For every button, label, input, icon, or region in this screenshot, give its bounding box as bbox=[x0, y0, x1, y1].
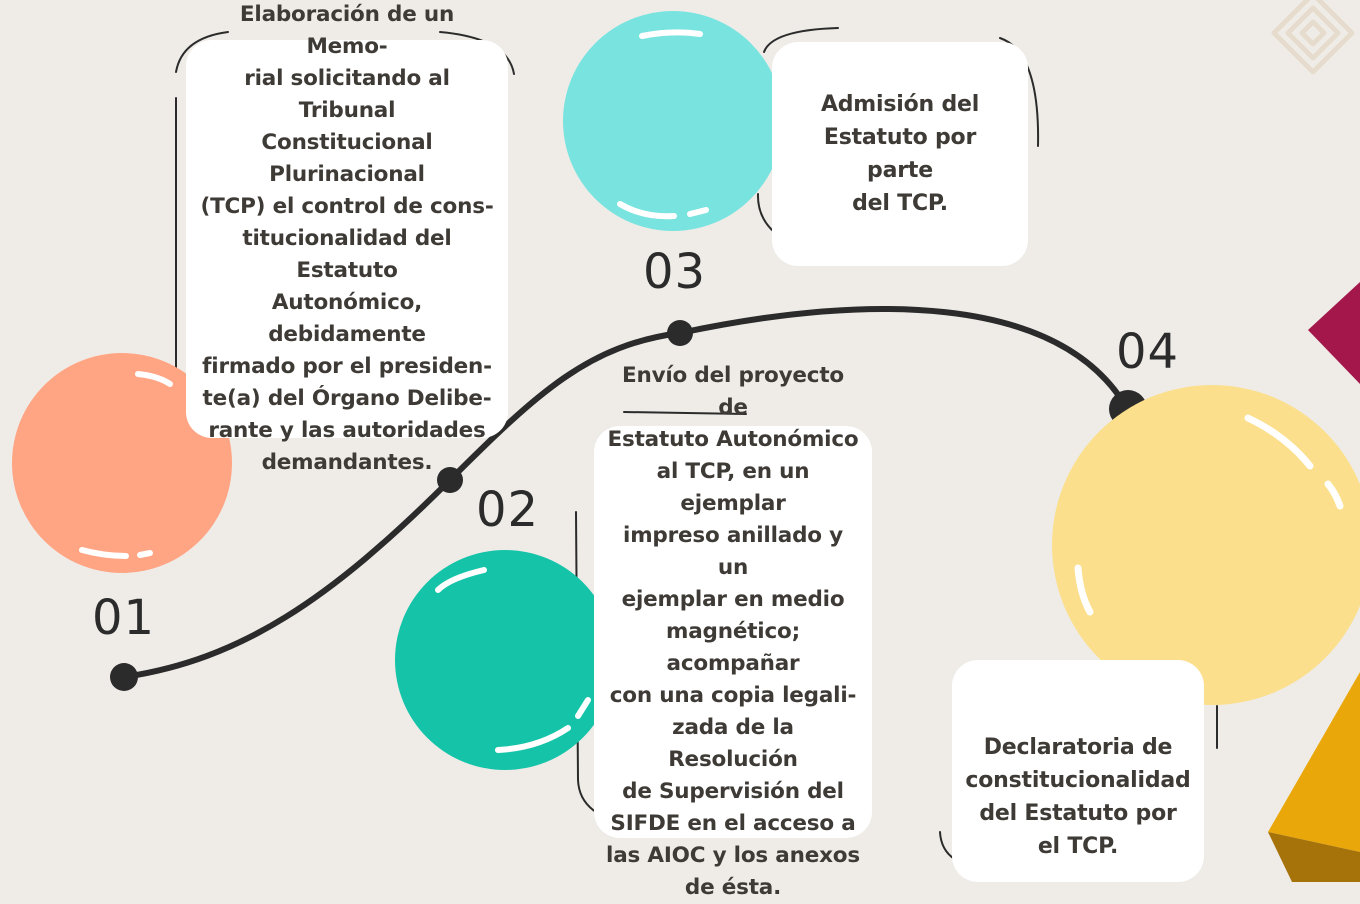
text-line: al TCP, en un ejemplar bbox=[656, 459, 810, 516]
text-line: constitucionalidad bbox=[965, 768, 1191, 793]
step-card-02: Envío del proyecto de Estatuto Autonómic… bbox=[594, 363, 872, 900]
step-number-04: 04 bbox=[1116, 324, 1180, 380]
step-number-03: 03 bbox=[643, 244, 707, 300]
timeline-node-02 bbox=[437, 467, 463, 493]
text-line: Declaratoria de bbox=[983, 735, 1173, 760]
text-line: Elaboración de un Memo- bbox=[239, 2, 455, 59]
text-line: el TCP. bbox=[1037, 834, 1119, 859]
step-card-01: Elaboración de un Memo- rial solicitando… bbox=[186, 2, 508, 475]
text-line: ejemplar en medio bbox=[621, 587, 845, 612]
text-line: de Supervisión del bbox=[622, 779, 844, 804]
text-line: zada de la Resolución bbox=[668, 715, 798, 772]
bubble-02 bbox=[395, 550, 615, 770]
text-line: las AIOC y los anexos bbox=[606, 843, 860, 868]
text-line: con una copia legali- bbox=[609, 683, 857, 708]
step-number-01: 01 bbox=[92, 590, 156, 646]
bubble-03-circle bbox=[563, 11, 783, 231]
bubble-01-circle bbox=[12, 353, 232, 573]
step-text-01: Elaboración de un Memo- rial solicitando… bbox=[200, 0, 494, 479]
step-card-04: Declaratoria de constitucionalidad del E… bbox=[952, 660, 1204, 882]
step-text-04: Declaratoria de constitucionalidad del E… bbox=[965, 731, 1190, 863]
step-card-03: Admisión del Estatuto por parte del TCP. bbox=[772, 42, 1028, 266]
step-number-02: 02 bbox=[476, 482, 540, 538]
text-line: Admisión del bbox=[820, 92, 980, 117]
text-line: firmado por el presiden- bbox=[202, 354, 492, 379]
text-line: titucionalidad del Estatuto bbox=[242, 226, 452, 283]
text-line: (TCP) el control de cons- bbox=[200, 194, 494, 219]
text-line: rial solicitando al Tribunal bbox=[244, 66, 450, 123]
timeline-path bbox=[121, 306, 1131, 680]
timeline-node-01 bbox=[110, 663, 138, 691]
text-line: Autonómico, debidamente bbox=[268, 290, 426, 347]
bubble-04 bbox=[1052, 385, 1360, 705]
bubble-02-circle bbox=[395, 550, 615, 770]
text-line: Constitucional Plurinacional bbox=[261, 130, 433, 187]
magenta-triangle-accent bbox=[1308, 282, 1360, 384]
text-line: demandantes. bbox=[261, 450, 433, 475]
gold-pyramid-accent bbox=[1268, 672, 1360, 852]
text-line: de ésta. bbox=[684, 875, 782, 900]
spiral-ornament-icon bbox=[1271, 0, 1355, 75]
text-line: te(a) del Órgano Delibe- bbox=[202, 386, 492, 411]
decorative-layer bbox=[12, 0, 1360, 882]
text-line: SIFDE en el acceso a bbox=[610, 811, 856, 836]
text-line: impreso anillado y un bbox=[623, 523, 843, 580]
text-line: Envío del proyecto de bbox=[621, 363, 844, 420]
text-line: Estatuto Autonómico bbox=[607, 427, 859, 452]
text-line: del TCP. bbox=[852, 191, 948, 216]
bubble-01 bbox=[12, 353, 232, 573]
timeline-node-03 bbox=[667, 320, 693, 346]
bubble-04-circle bbox=[1052, 385, 1360, 705]
step-text-03: Admisión del Estatuto por parte del TCP. bbox=[796, 88, 1004, 220]
bubble-03 bbox=[563, 11, 783, 231]
gold-pyramid-shadow bbox=[1268, 832, 1360, 882]
text-line: del Estatuto por bbox=[979, 801, 1177, 826]
text-line: rante y las autoridades bbox=[208, 418, 486, 443]
text-line: magnético; acompañar bbox=[666, 619, 800, 676]
text-line: Estatuto por parte bbox=[823, 125, 977, 183]
step-text-02: Envío del proyecto de Estatuto Autonómic… bbox=[606, 360, 860, 904]
